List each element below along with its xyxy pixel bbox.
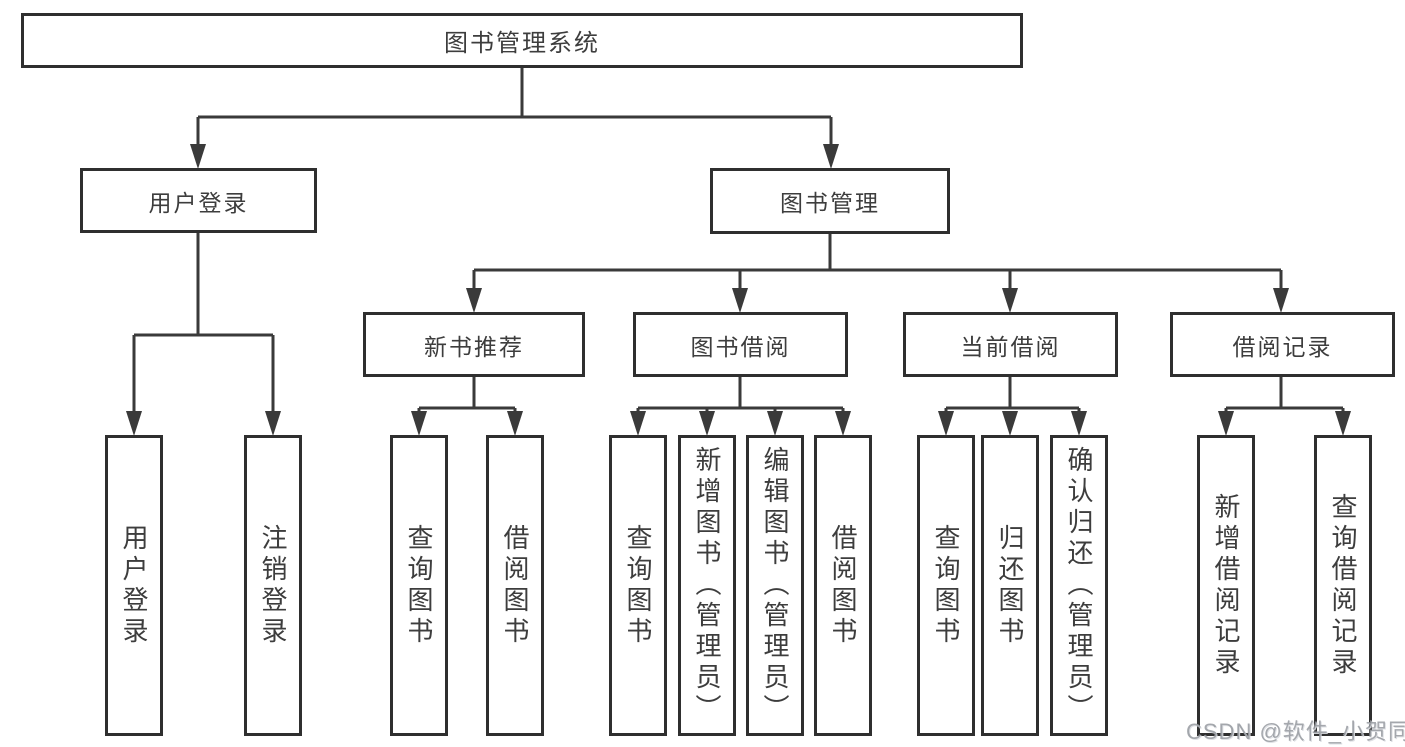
leaf-query-borrow-record: 查询借阅记录 [1314,435,1372,736]
node-current-borrowing: 当前借阅 [903,312,1118,377]
leaf-label: 编辑图书（管理员） [760,446,790,725]
connector-book-management-branch [472,234,1283,290]
leaf-label: 注销登录 [258,523,288,648]
arrow-down-icon [699,411,715,436]
node-borrowing-records: 借阅记录 [1170,312,1395,377]
arrow-down-icon [1071,411,1087,436]
leaf-confirm-return-admin: 确认归还（管理员） [1050,435,1108,736]
arrow-down-icon [411,411,427,436]
leaf-label: 新增借阅记录 [1211,492,1241,679]
leaf-label: 新增图书（管理员） [692,446,722,725]
leaf-label: 用户登录 [119,523,149,648]
leaf-query-books: 查询图书 [917,435,975,736]
leaf-label: 查询借阅记录 [1328,492,1358,679]
arrow-down-icon [835,411,851,436]
leaf-add-books-admin: 新增图书（管理员） [678,435,736,736]
leaf-return-books: 归还图书 [981,435,1039,736]
arrow-down-icon [732,288,748,313]
leaf-user-login: 用户登录 [105,435,163,736]
connector-borrow-records-branch [1224,377,1345,413]
node-book-borrowing: 图书借阅 [633,312,848,377]
leaf-borrow-books: 借阅图书 [486,435,544,736]
connector-root-branch [196,68,833,146]
node-user-login: 用户登录 [80,168,317,233]
leaf-add-borrow-record: 新增借阅记录 [1197,435,1255,736]
arrow-down-icon [630,411,646,436]
arrow-down-icon [767,411,783,436]
node-library-system: 图书管理系统 [21,13,1023,68]
leaf-label: 确认归还（管理员） [1064,446,1094,725]
arrow-down-icon [1335,411,1351,436]
arrow-down-icon [1273,288,1289,313]
arrow-down-icon [126,411,142,436]
connector-current-borrow-branch [944,377,1081,413]
connector-book-borrow-branch [636,377,845,413]
arrow-down-icon [1002,411,1018,436]
arrow-down-icon [1218,411,1234,436]
arrow-down-icon [1002,288,1018,313]
node-book-management: 图书管理 [710,168,950,234]
leaf-label: 借阅图书 [828,523,858,648]
leaf-label: 查询图书 [623,523,653,648]
arrow-down-icon [190,144,206,169]
leaf-label: 归还图书 [995,523,1025,648]
leaf-logout: 注销登录 [244,435,302,736]
leaf-query-books: 查询图书 [390,435,448,736]
leaf-borrow-books: 借阅图书 [814,435,872,736]
leaf-label: 借阅图书 [500,523,530,648]
connector-new-book-branch [417,377,517,413]
leaf-label: 查询图书 [931,523,961,648]
arrow-down-icon [823,144,839,169]
watermark: CSDN @软件_小贺同学 [1186,719,1405,744]
node-new-book-recommendation: 新书推荐 [363,312,585,377]
arrow-down-icon [507,411,523,436]
connector-user-login-branch [132,233,275,412]
arrow-down-icon [265,411,281,436]
leaf-label: 查询图书 [404,523,434,648]
arrow-down-icon [466,288,482,313]
leaf-query-books: 查询图书 [609,435,667,736]
arrow-down-icon [938,411,954,436]
leaf-edit-books-admin: 编辑图书（管理员） [746,435,804,736]
